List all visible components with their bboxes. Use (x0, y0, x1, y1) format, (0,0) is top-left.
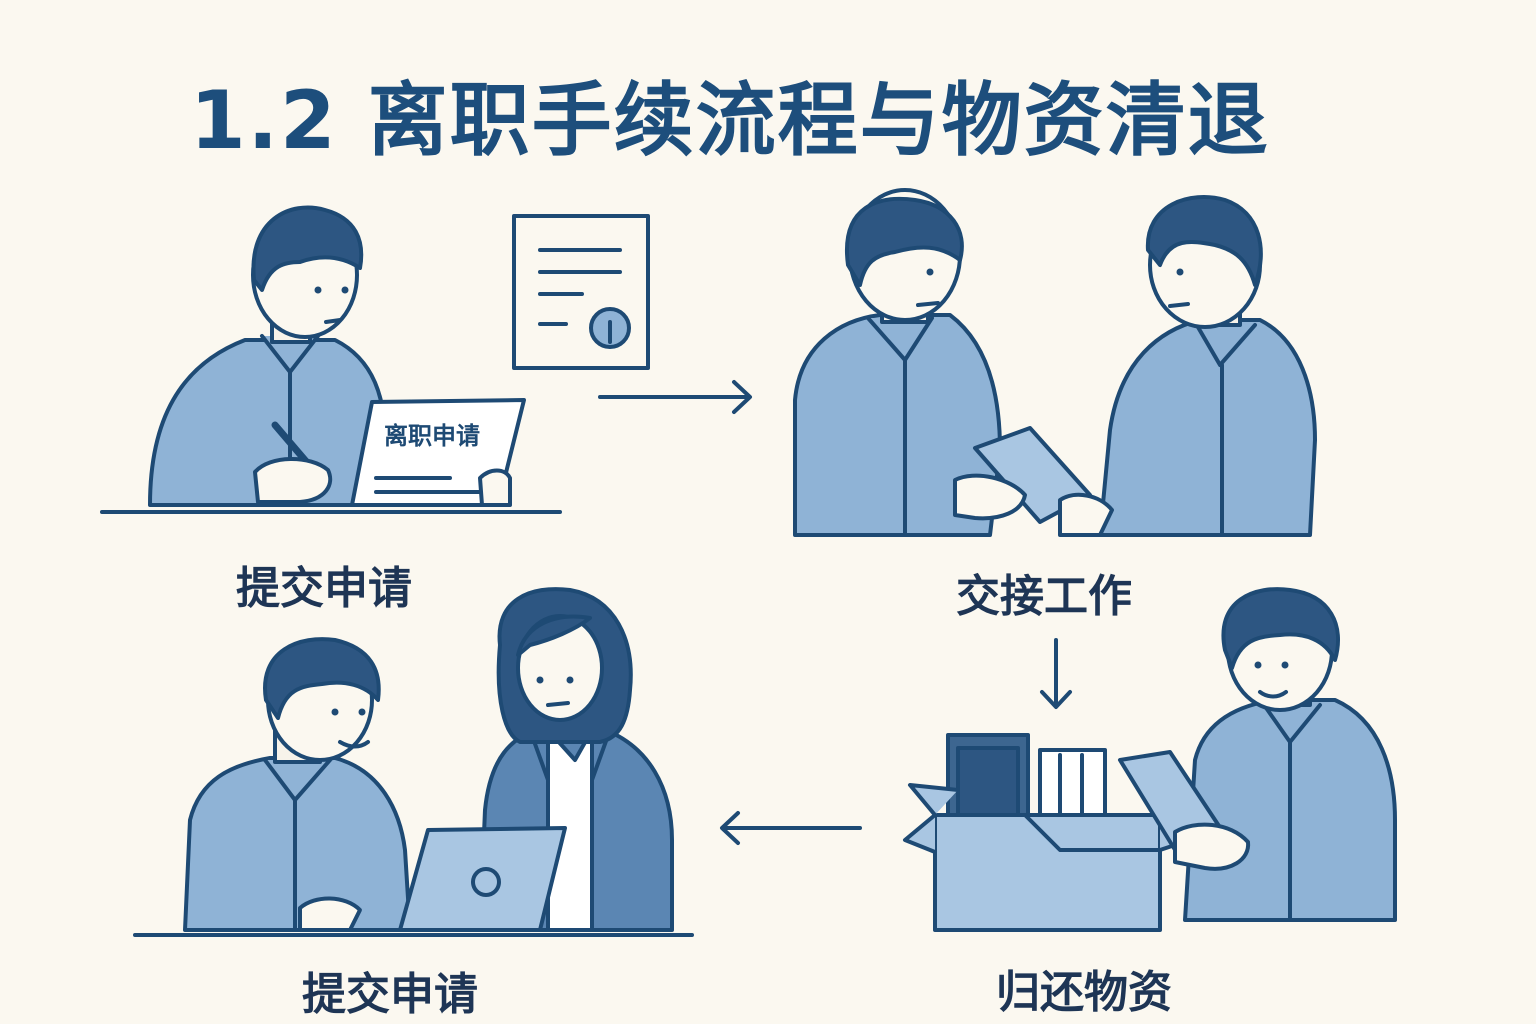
man-at-laptop (183, 637, 412, 932)
arrow-right-icon (598, 380, 752, 414)
box-icon (903, 733, 1192, 932)
step-label-handover: 交接工作 (956, 571, 1132, 622)
step-label-submit-bottom: 提交申请 (302, 969, 478, 1020)
document-icon (512, 214, 650, 370)
laptop-icon (398, 826, 567, 932)
tablet-icon (953, 426, 1114, 537)
clipboard-icon (1118, 750, 1251, 871)
step-label-submit-top: 提交申请 (236, 563, 412, 614)
page-title: 1.2 离职手续流程与物资清退 (190, 74, 1270, 167)
person-handing-over (793, 188, 1002, 537)
arrow-left-icon (720, 811, 862, 845)
person-writing-resignation: 离职申请 (100, 205, 562, 514)
paper-text: 离职申请 (384, 422, 480, 450)
woman-hr (478, 587, 674, 932)
person-receiving (1098, 195, 1317, 537)
arrow-down-icon (1040, 638, 1072, 709)
step-label-return-items: 归还物资 (996, 967, 1172, 1018)
